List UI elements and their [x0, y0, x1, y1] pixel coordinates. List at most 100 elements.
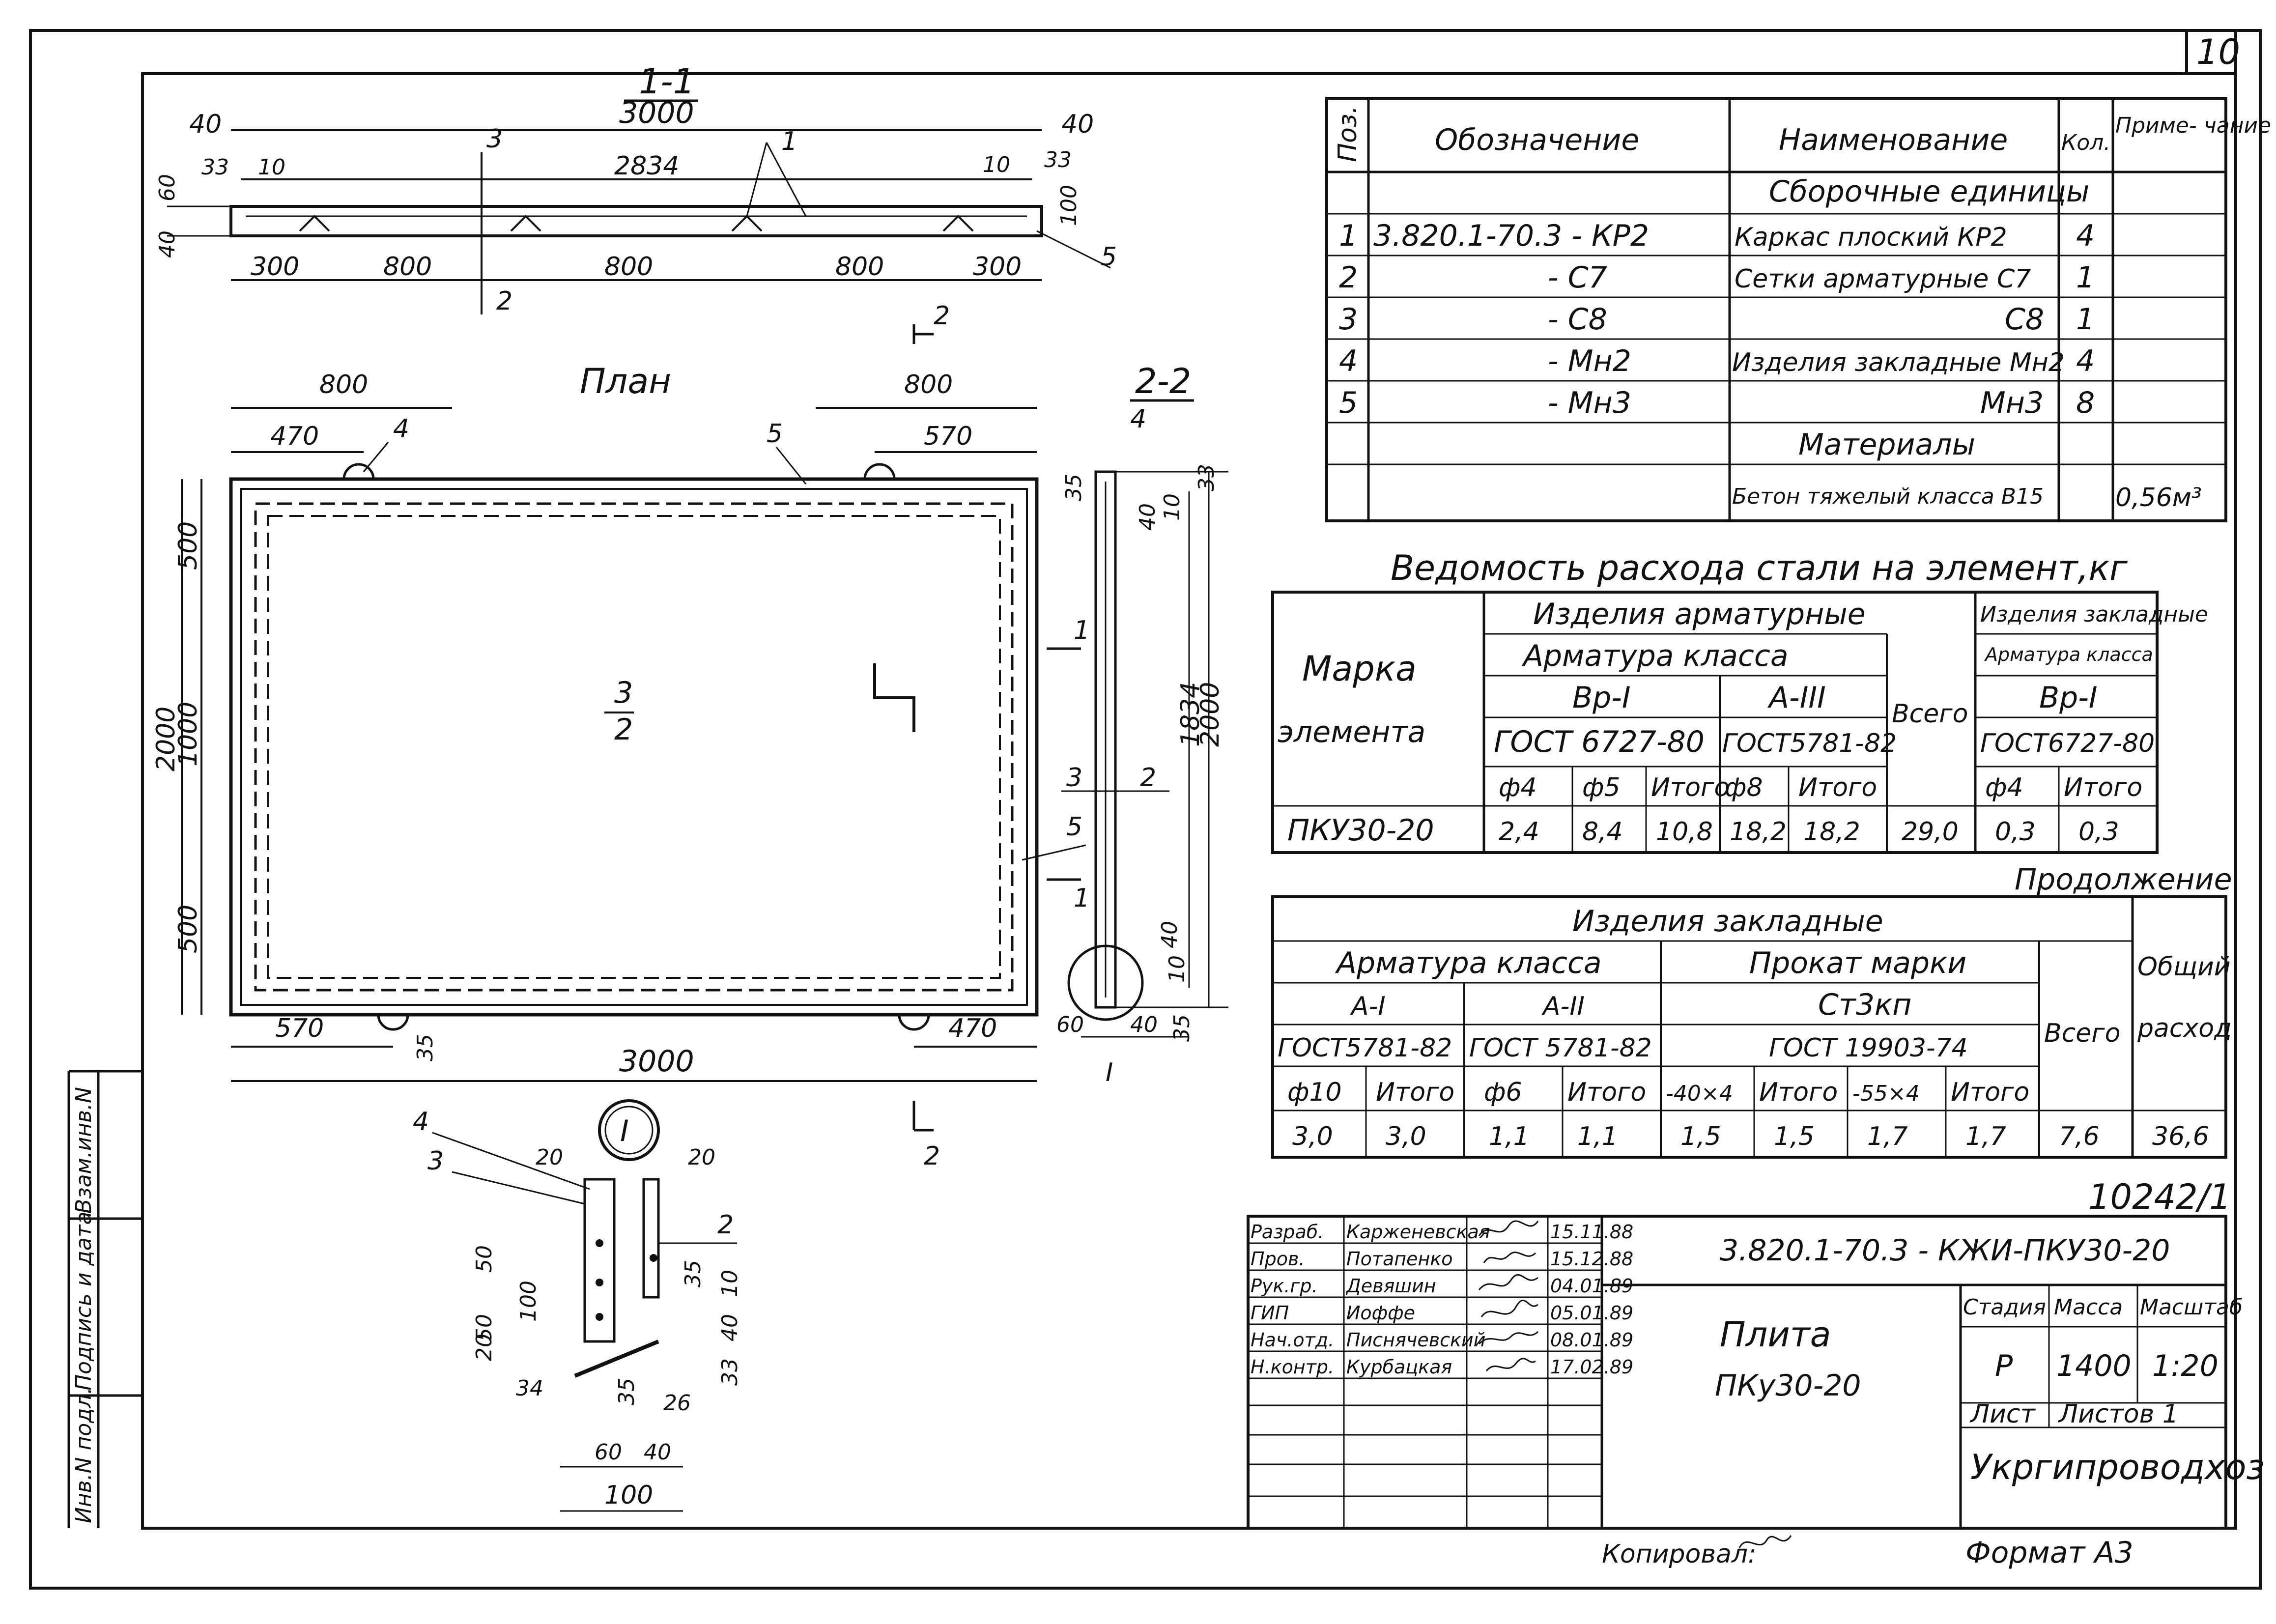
stamp-name: Карженевская: [1346, 1221, 1490, 1243]
cont-header: Изделия закладные: [1572, 904, 1883, 939]
dim-label: 3000: [619, 1044, 694, 1079]
stamp-value: 1:20: [2152, 1349, 2219, 1383]
dim-label: 800: [383, 252, 432, 282]
stamp-date: 05.01.89: [1550, 1302, 1633, 1324]
spec-material-note: 0,56м³: [2115, 483, 2202, 513]
stamp-role: Пров.: [1251, 1248, 1305, 1270]
spec-cell: 4: [2076, 344, 2095, 378]
cont-header: расход: [2137, 1014, 2232, 1043]
cut-mark-label: 2: [934, 301, 950, 331]
steel-header: ГОСТ5781-82: [1722, 729, 1897, 758]
dim-label: 35: [1169, 1014, 1195, 1042]
steel-cell: 18,2: [1730, 817, 1787, 847]
cont-sub: Итого: [1567, 1078, 1646, 1107]
steel-cell: 0,3: [1995, 817, 2036, 847]
dim-label: 4: [1130, 404, 1146, 434]
steel-sub: ф5: [1582, 773, 1621, 802]
left-margin-strip: Взам.инв.N Подпись и дата Инв.N подл.: [67, 1070, 142, 1528]
stamp-role: ГИП: [1251, 1302, 1289, 1324]
steel-header: Вр-I: [1572, 681, 1631, 715]
title-stamp: 10242/1 Разраб. Карженевская 15.11.88 Пр…: [1247, 1177, 2265, 1570]
node-label: 34: [516, 1376, 543, 1401]
stamp-role: Рук.гр.: [1251, 1275, 1318, 1297]
spec-cell: 4: [2076, 219, 2095, 253]
node-label: 40: [717, 1314, 742, 1341]
cont-header: Всего: [2044, 1019, 2120, 1048]
dim-label: 570: [924, 422, 972, 451]
spec-cell: Изделия закладные Мн2: [1732, 348, 2065, 377]
spec-cell: 2: [1339, 260, 1358, 295]
dim-label: 40: [1061, 110, 1094, 139]
dim-label: 33: [1194, 464, 1219, 491]
steel-sub: Итого: [2064, 773, 2142, 802]
node-label: 33: [717, 1358, 742, 1386]
stamp-date: 15.12.88: [1550, 1248, 1633, 1270]
cont-cell: 3,0: [1386, 1122, 1426, 1151]
section-1-1-length: 3000: [619, 96, 694, 130]
spec-cell: 3.820.1-70.3 - КР2: [1373, 219, 1649, 253]
margin-label-inv: Инв.N подл.: [71, 1387, 96, 1523]
spec-cell: - С8: [1548, 302, 1607, 337]
node-label: 50: [472, 1314, 497, 1341]
node-label: 50: [472, 1245, 497, 1273]
section-1-1-title: 1-1: [639, 61, 695, 102]
dim-label: 60: [155, 174, 180, 201]
node-label: 10: [717, 1270, 742, 1297]
node-label: 26: [663, 1391, 691, 1416]
dim-label: 800: [904, 370, 953, 399]
spec-cell: 1: [1339, 219, 1358, 253]
cont-header: ГОСТ5781-82: [1278, 1033, 1452, 1063]
stamp-title-1: Плита: [1720, 1314, 1831, 1355]
dim-label: 2: [1140, 763, 1156, 793]
position-label: 3: [614, 676, 633, 710]
section-2-2-slab: [1094, 470, 1117, 1009]
steel-table-title: Ведомость расхода стали на элемент,кг: [1391, 548, 2128, 588]
cont-header: Общий: [2137, 952, 2231, 982]
position-label: 4: [393, 414, 409, 444]
cont-sub: Итого: [1759, 1078, 1838, 1107]
sheet-number: 10: [2196, 32, 2240, 72]
stamp-copied: Копировал:: [1602, 1539, 1757, 1569]
stamp-format: Формат А3: [1965, 1536, 2134, 1570]
stamp-name: Девяшин: [1345, 1275, 1436, 1297]
node-label: 20: [688, 1145, 715, 1170]
steel-sub: Итого: [1651, 773, 1730, 802]
dim-label: 10: [1160, 493, 1185, 521]
stamp-role: Нач.отд.: [1251, 1329, 1334, 1351]
stamp-title-2: ПКу30-20: [1715, 1368, 1861, 1403]
cont-header: ГОСТ 5781-82: [1469, 1033, 1652, 1063]
cont-cell: 1,5: [1680, 1122, 1721, 1151]
spec-cell: 8: [2076, 386, 2095, 420]
dim-label: 33: [1044, 147, 1072, 172]
stamp-header: Листов 1: [2058, 1399, 2179, 1429]
spec-header-note: Приме- чание: [2115, 113, 2271, 138]
steel-cell: 2,4: [1499, 817, 1539, 847]
outer-frame: [29, 29, 2262, 1590]
section-1-1-slab: [229, 205, 1043, 237]
steel-cell: 10,8: [1656, 817, 1713, 847]
dim-label: 40: [155, 230, 180, 258]
dim-label: 10: [1165, 955, 1190, 983]
stamp-name: Иоффе: [1346, 1302, 1415, 1324]
steel-sub: ф4: [1499, 773, 1537, 802]
node-label: 3: [427, 1146, 444, 1176]
dim-label: 2000: [1195, 682, 1225, 747]
spec-cell: 1: [2076, 302, 2095, 337]
steel-header: Всего: [1892, 699, 1968, 729]
stamp-header: Стадия: [1963, 1295, 2046, 1320]
cont-header: Ст3кп: [1818, 988, 1912, 1022]
spec-header-pos: Поз.: [1333, 106, 1363, 162]
cont-header: А-II: [1541, 992, 1585, 1021]
steel-sub: ф4: [1985, 773, 2023, 802]
cut-mark-label: 1: [1074, 883, 1090, 913]
copied-signature: [1738, 1535, 1792, 1548]
stamp-org: Укргипроводхоз: [1970, 1447, 2265, 1487]
node-label: 20: [536, 1145, 563, 1170]
dim-label: 1834: [1176, 682, 1205, 747]
steel-header: Марка: [1302, 649, 1417, 689]
steel-cell: 29,0: [1902, 817, 1959, 847]
cut-mark-label: 2: [924, 1141, 940, 1171]
stamp-code: 3.820.1-70.3 - КЖИ-ПКУ30-20: [1720, 1233, 2170, 1268]
cont-cell: 1,5: [1774, 1122, 1815, 1151]
dim-label: 300: [251, 252, 299, 282]
